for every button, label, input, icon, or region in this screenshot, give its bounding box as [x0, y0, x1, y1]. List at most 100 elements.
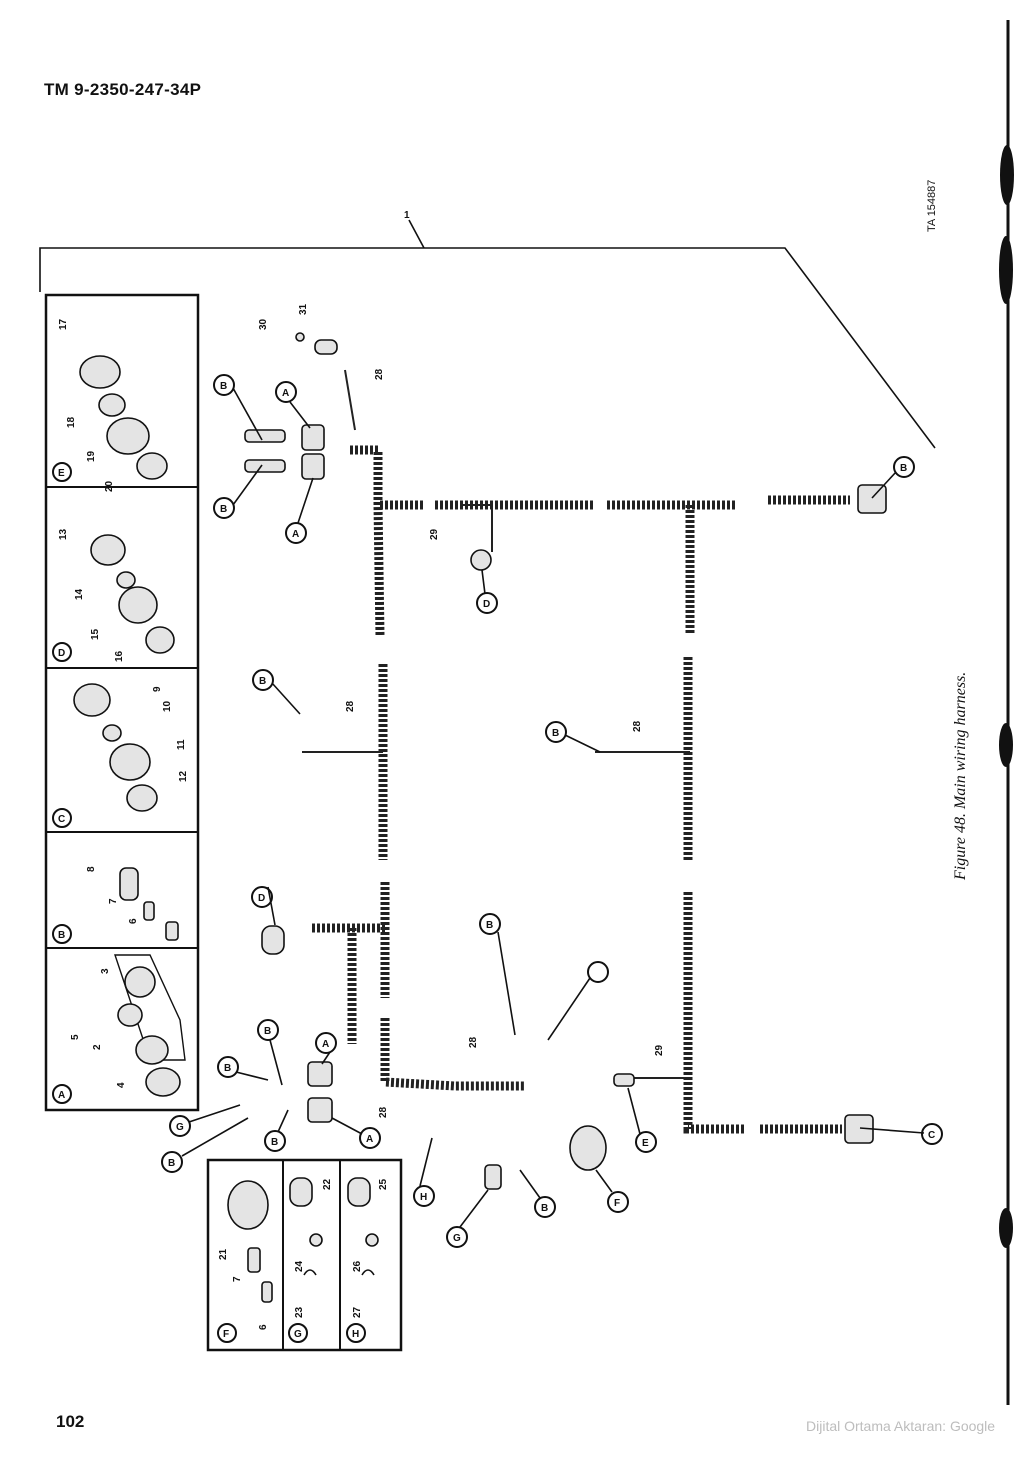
svg-text:C: C [58, 814, 65, 825]
detail-letter-g: G [288, 1323, 308, 1343]
callout-d: D E [476, 592, 657, 1153]
detail-box-h: H 25 26 27 [346, 1177, 389, 1343]
detail-box-b: B 8 7 6 [52, 866, 179, 944]
callout-numbers: 28 28 28 28 28 28 29 29 30 31 [258, 303, 665, 1118]
svg-text:14: 14 [74, 588, 85, 600]
detail-letter-f: F [217, 1323, 237, 1343]
svg-text:A: A [58, 1090, 65, 1101]
svg-text:B: B [900, 463, 907, 474]
svg-text:G: G [294, 1329, 302, 1340]
detail-box-group-left [44, 293, 200, 1112]
document-id: TM 9-2350-247-34P [44, 80, 202, 99]
detail-letter-b: B [52, 924, 72, 944]
callout-28: 28 [468, 1036, 479, 1048]
svg-text:B: B [264, 1026, 271, 1037]
svg-text:24: 24 [294, 1260, 305, 1272]
svg-text:C: C [928, 1130, 935, 1141]
svg-text:2: 2 [92, 1044, 103, 1050]
svg-text:21: 21 [218, 1248, 229, 1260]
svg-text:23: 23 [294, 1306, 305, 1318]
svg-text:B: B [168, 1158, 175, 1169]
svg-text:B: B [271, 1137, 278, 1148]
callout-c: D [251, 886, 273, 908]
svg-text:B: B [541, 1203, 548, 1214]
callout-29: 29 [429, 528, 440, 540]
svg-text:H: H [420, 1192, 427, 1203]
harness-branches [302, 369, 850, 1134]
detail-box-a: A 5 3 2 4 [52, 954, 186, 1104]
svg-text:4: 4 [116, 1082, 127, 1088]
detail-box-d: D 13 14 15 16 [52, 528, 175, 662]
callout-g: G H [169, 1115, 435, 1207]
svg-text:27: 27 [352, 1306, 363, 1318]
svg-text:F: F [223, 1329, 229, 1340]
svg-text:B: B [58, 930, 65, 941]
svg-text:18: 18 [66, 416, 77, 428]
svg-text:9: 9 [152, 686, 163, 692]
callout-28: 28 [632, 720, 643, 732]
digitizer-watermark: Dijital Ortama Aktaran: Google [806, 1418, 996, 1434]
detail-box-group-bottom [206, 1158, 403, 1352]
connector-parts [244, 332, 887, 1190]
callout-29: 29 [654, 1044, 665, 1056]
svg-text:25: 25 [378, 1178, 389, 1190]
svg-text:B: B [220, 381, 227, 392]
svg-text:G: G [176, 1122, 184, 1133]
svg-text:11: 11 [176, 739, 187, 750]
svg-text:B: B [220, 504, 227, 515]
svg-text:6: 6 [128, 918, 139, 924]
svg-text:H: H [352, 1329, 359, 1340]
svg-text:5: 5 [70, 1034, 81, 1040]
callout-28: 28 [378, 1106, 389, 1118]
svg-text:12: 12 [178, 770, 189, 782]
detail-box-f: F 21 7 6 [217, 1180, 273, 1343]
svg-text:B: B [552, 728, 559, 739]
callout-f: G [446, 1226, 468, 1248]
svg-text:7: 7 [108, 898, 119, 904]
detail-letter-d: D [52, 642, 72, 662]
svg-text:E: E [58, 468, 65, 479]
detail-box-e: E 17 18 19 20 [52, 318, 168, 492]
svg-text:D: D [258, 893, 265, 904]
svg-text:19: 19 [86, 450, 97, 462]
svg-text:B: B [224, 1063, 231, 1074]
callout-e: F [607, 1191, 629, 1213]
svg-text:G: G [453, 1233, 461, 1244]
svg-text:E: E [642, 1138, 649, 1149]
svg-text:D: D [483, 599, 490, 610]
svg-text:17: 17 [58, 318, 69, 330]
svg-text:16: 16 [114, 650, 125, 662]
svg-text:7: 7 [232, 1276, 243, 1282]
svg-text:A: A [366, 1134, 373, 1145]
detail-box-c: C 9 10 11 12 [52, 683, 189, 828]
callout-31: 31 [298, 303, 309, 315]
callout-28: 28 [374, 368, 385, 380]
svg-text:8: 8 [86, 866, 97, 872]
binding-edge [999, 20, 1014, 1405]
detail-letter-a: A [52, 1084, 72, 1104]
svg-text:A: A [292, 529, 299, 540]
svg-text:15: 15 [90, 628, 101, 640]
svg-text:13: 13 [58, 528, 69, 540]
svg-text:10: 10 [162, 700, 173, 712]
callout-h [587, 961, 609, 983]
detail-letter-c: C [52, 808, 72, 828]
svg-text:B: B [486, 920, 493, 931]
harness-bracket: 1 [39, 210, 936, 449]
detail-box-g: G 22 24 23 [288, 1177, 333, 1343]
svg-text:F: F [614, 1198, 620, 1209]
art-id: TA 154887 [926, 180, 938, 232]
svg-text:6: 6 [258, 1324, 269, 1330]
callout-28: 28 [345, 700, 356, 712]
svg-text:A: A [322, 1039, 329, 1050]
detail-letter-e: E [52, 462, 72, 482]
figure-caption: Figure 48. Main wiring harness. [952, 672, 969, 881]
leader-lines [181, 387, 925, 1228]
svg-text:B: B [259, 676, 266, 687]
callout-30: 30 [258, 318, 269, 330]
svg-text:A: A [282, 388, 289, 399]
svg-text:26: 26 [352, 1260, 363, 1272]
detail-letter-h: H [346, 1323, 366, 1343]
svg-text:20: 20 [104, 480, 115, 492]
